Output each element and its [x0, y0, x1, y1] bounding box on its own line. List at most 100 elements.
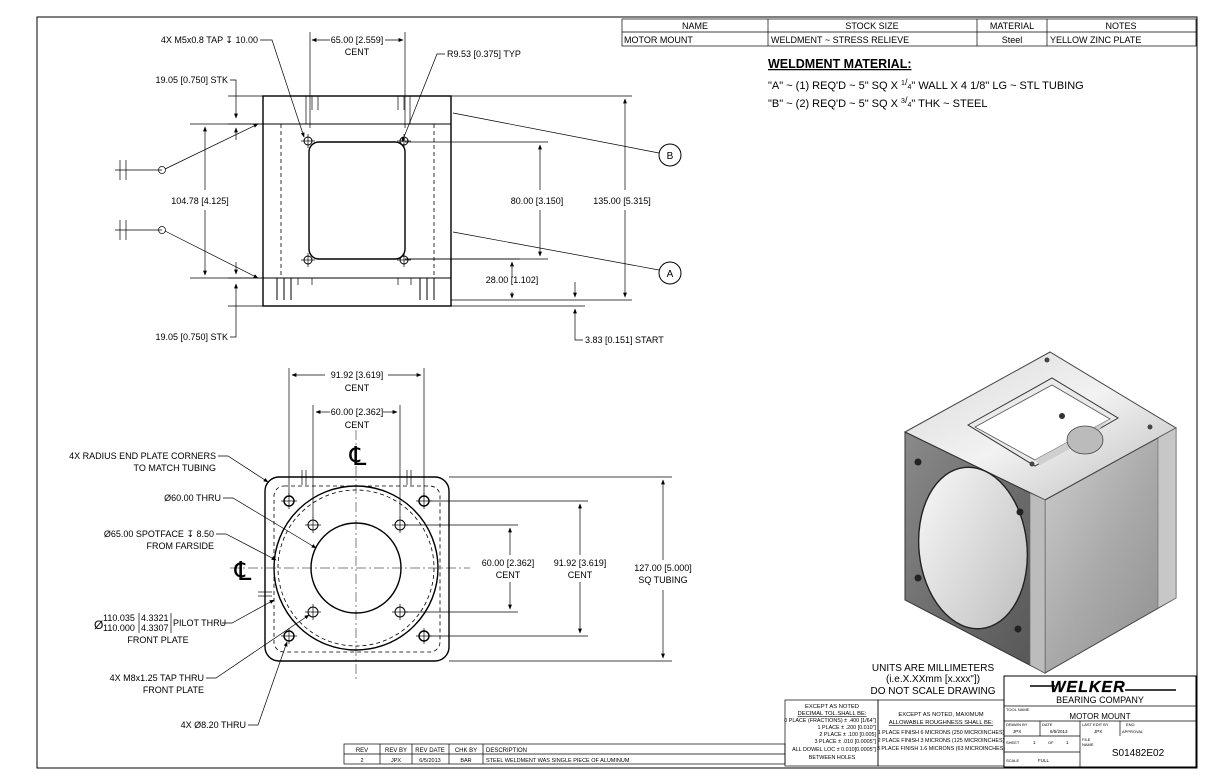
svg-text:Ø: Ø	[94, 618, 103, 632]
revision-table: REV REV BY REV DATE CHK BY DESCRIPTION 2…	[343, 743, 786, 765]
dim-9192-top-cent: CENT	[345, 383, 370, 393]
svg-text:EXCEPT AS NOTED: EXCEPT AS NOTED	[805, 704, 859, 710]
svg-text:BETWEEN HOLES: BETWEEN HOLES	[809, 755, 856, 761]
svg-text:2 PLACE FINISH 3 MICRONS (125: 2 PLACE FINISH 3 MICRONS (125 MICROINCHE…	[878, 738, 1005, 744]
dim-60-side: 60.00 [2.362]	[482, 558, 535, 568]
sq-tubing: SQ TUBING	[638, 575, 687, 585]
header-table: NAME STOCK SIZE MATERIAL NOTES MOTOR MOU…	[621, 18, 1197, 47]
dim-135: 135.00 [5.315]	[593, 196, 651, 206]
notes: YELLOW ZINC PLATE	[1050, 35, 1141, 45]
dim-127: 127.00 [5.000]	[634, 563, 692, 573]
radius-corners-note-2: TO MATCH TUBING	[133, 463, 216, 473]
svg-text:NAME: NAME	[1082, 742, 1094, 747]
callout-a	[658, 261, 682, 285]
svg-text:TOOL NAME: TOOL NAME	[1006, 707, 1030, 712]
file-name: S01482E02	[1112, 748, 1165, 759]
tapped-hole	[301, 134, 315, 148]
company-name: BEARING COMPANY	[1056, 695, 1144, 705]
callout-b	[658, 143, 682, 167]
svg-text:FILE: FILE	[1082, 737, 1091, 742]
header-material: MATERIAL	[990, 21, 1034, 31]
dim-9192-side: 91.92 [3.619]	[554, 558, 607, 568]
svg-text:DO NOT SCALE DRAWING: DO NOT SCALE DRAWING	[870, 686, 995, 697]
centerline-symbol-left: ℄	[234, 556, 252, 586]
svg-text:PILOT THRU: PILOT THRU	[173, 618, 226, 628]
svg-text:LAST EDIT BY: LAST EDIT BY	[1082, 722, 1109, 727]
svg-text:BAR: BAR	[460, 758, 471, 764]
logo-text: WELKER	[1050, 679, 1125, 696]
svg-text:0 PLACE (FRACTIONS) ± .400 [1/: 0 PLACE (FRACTIONS) ± .400 [1/64"]	[784, 718, 876, 724]
thru-60-note: Ø60.00 THRU	[164, 493, 221, 503]
svg-text:REV DATE: REV DATE	[415, 748, 445, 754]
corner-hole	[281, 493, 297, 509]
rev-description: STEEL WELDMENT WAS SINGLE PIECE OF ALUMI…	[486, 758, 630, 764]
stk-top: 19.05 [0.750] STK	[155, 75, 228, 85]
weldment-title: WELDMENT MATERIAL:	[768, 57, 912, 71]
tapped-hole	[397, 253, 411, 267]
radius-note: R9.53 [0.375] TYP	[447, 49, 521, 59]
svg-text:DRAWN BY: DRAWN BY	[1006, 722, 1028, 727]
dim-65: 65.00 [2.559]	[331, 35, 384, 45]
dim-104: 104.78 [4.125]	[171, 196, 229, 206]
svg-text:110.000: 110.000	[103, 623, 135, 633]
centerline-symbol-top: ℄	[349, 441, 367, 471]
svg-text:FRONT PLATE: FRONT PLATE	[127, 635, 188, 645]
svg-text:1 PLACE ± .200 [0.010"]: 1 PLACE ± .200 [0.010"]	[817, 725, 876, 731]
svg-text:4.3307: 4.3307	[141, 623, 169, 633]
material: Steel	[1002, 35, 1023, 45]
svg-text:3 PLACE FINISH 1.6 MICRONS (63: 3 PLACE FINISH 1.6 MICRONS (63 MICROINCH…	[877, 746, 1005, 752]
weld-symbol-top	[115, 123, 259, 180]
dim-60-top-cent: CENT	[345, 420, 370, 430]
svg-text:CHK BY: CHK BY	[455, 748, 477, 754]
tapped-hole	[301, 253, 315, 267]
weldment-line-b: "B" ~ (2) REQ'D ~ 5" SQ X 3/4" THK ~ STE…	[768, 95, 988, 110]
header-stock-size: STOCK SIZE	[845, 21, 898, 31]
tapped-hole-m8	[305, 604, 321, 620]
header-name: NAME	[682, 21, 708, 31]
svg-text:JPX: JPX	[391, 758, 401, 764]
svg-text:B: B	[667, 151, 674, 162]
roughness-block: EXCEPT AS NOTED, MAXIMUM ALLOWABLE ROUGH…	[877, 699, 1005, 767]
svg-text:EXCEPT AS NOTED, MAXIMUM: EXCEPT AS NOTED, MAXIMUM	[898, 712, 983, 718]
tolerance-block: EXCEPT AS NOTED DECIMAL TOL.SHALL BE: 0 …	[784, 699, 879, 767]
svg-text:SHEET: SHEET	[1006, 740, 1020, 745]
weldment-line-a: "A" ~ (1) REQ'D ~ 5" SQ X 1/4" WALL X 4 …	[768, 77, 1084, 92]
part-name: MOTOR MOUNT	[624, 35, 693, 45]
svg-text:4.3321: 4.3321	[141, 613, 169, 623]
dim-60-top: 60.00 [2.362]	[331, 407, 384, 417]
svg-text:ALLOWABLE ROUGHNESS SHALL BE:: ALLOWABLE ROUGHNESS SHALL BE:	[889, 720, 994, 726]
radius-corners-note: 4X RADIUS END PLATE CORNERS	[69, 451, 216, 461]
svg-text:UNITS ARE MILLIMETERS: UNITS ARE MILLIMETERS	[872, 663, 995, 674]
svg-text:SCALE: SCALE	[1006, 758, 1019, 763]
svg-text:DESCRIPTION: DESCRIPTION	[486, 748, 527, 754]
rev-number: 2	[360, 758, 363, 764]
pilot-note: Ø 110.035 110.000 4.3321 4.3307 PILOT TH…	[94, 599, 275, 645]
svg-text:2 PLACE ± .100 [0.005]: 2 PLACE ± .100 [0.005]	[819, 732, 876, 738]
tap-m8-note-2: FRONT PLATE	[143, 685, 204, 695]
tool-name: MOTOR MOUNT	[1069, 712, 1130, 721]
dim-65-cent: CENT	[345, 47, 370, 57]
svg-text:110.035: 110.035	[103, 613, 135, 623]
svg-text:FULL: FULL	[1038, 758, 1050, 763]
dim-383: 3.83 [0.151] START	[585, 335, 664, 345]
corner-hole	[416, 628, 432, 644]
svg-text:REV BY: REV BY	[385, 748, 407, 754]
tap-note: 4X M5x0.8 TAP ↧ 10.00	[161, 35, 258, 45]
sheet-border	[36, 16, 1198, 769]
top-view: 65.00 [2.559] CENT 4X M5x0.8 TAP ↧ 10.00…	[115, 32, 682, 345]
thru-820-note: 4X Ø8.20 THRU	[181, 720, 246, 730]
svg-text:JPX: JPX	[1013, 729, 1021, 734]
svg-text:A: A	[667, 269, 674, 280]
svg-text:6/5/2013: 6/5/2013	[419, 758, 440, 764]
isometric-view	[903, 351, 1178, 674]
spotface-note: Ø65.00 SPOTFACE ↧ 8.50	[104, 529, 214, 539]
dim-9192-top: 91.92 [3.619]	[331, 370, 384, 380]
svg-text:1: 1	[1033, 740, 1036, 745]
corner-hole	[281, 628, 297, 644]
svg-text:(i.e.X.XXmm [x.xxx"]): (i.e.X.XXmm [x.xxx"])	[886, 674, 980, 685]
svg-text:REV: REV	[356, 748, 368, 754]
company-logo: WELKER	[1030, 679, 1176, 696]
title-block: WELKER BEARING COMPANY TOOL NAME MOTOR M…	[1003, 675, 1197, 768]
svg-text:JPX: JPX	[1094, 729, 1102, 734]
